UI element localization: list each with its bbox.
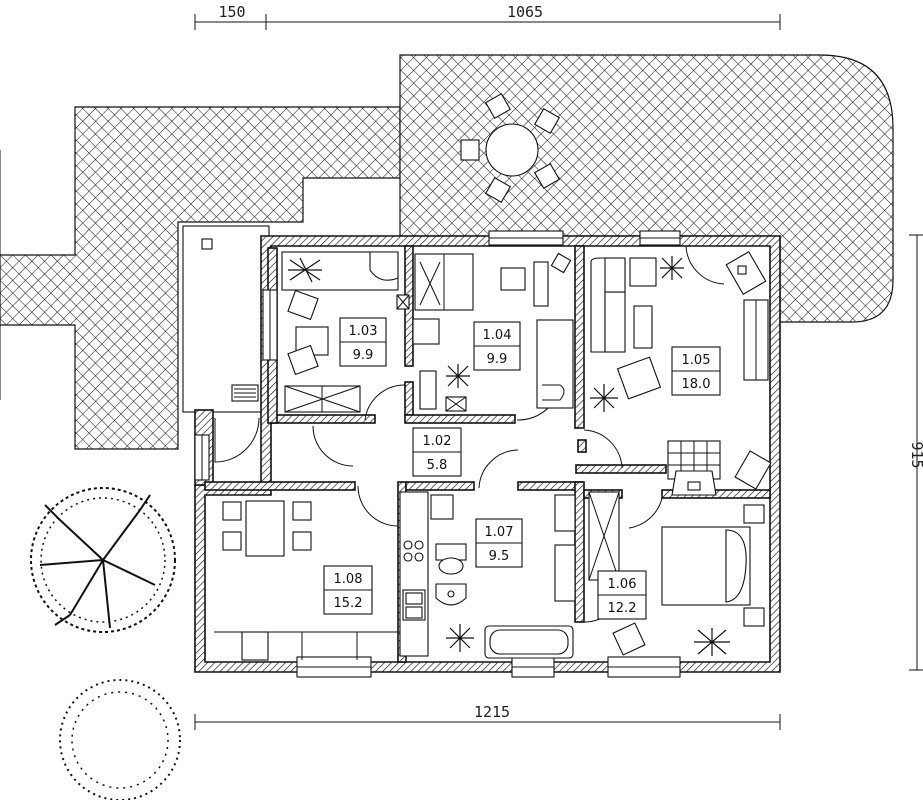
porch-grate [231, 384, 259, 402]
room-number: 1.03 [349, 324, 378, 339]
room-area: 15.2 [334, 596, 363, 611]
room-number: 1.04 [483, 328, 512, 343]
room-area: 9.9 [487, 352, 508, 367]
room-103-furniture [281, 251, 410, 413]
room-label-108: 1.08 15.2 [323, 565, 373, 615]
room-label-103: 1.03 9.9 [339, 317, 387, 367]
tree-icon [30, 487, 176, 633]
room-number: 1.05 [682, 353, 711, 368]
room-107-furniture [430, 494, 576, 659]
dim-top-right: 1065 [507, 3, 543, 21]
windows [194, 230, 769, 678]
room-number: 1.02 [423, 434, 452, 449]
terrace-table-set [460, 92, 561, 204]
dim-right: 915 [908, 441, 923, 468]
dim-top-left: 150 [218, 3, 245, 21]
porch-post [201, 238, 213, 250]
room-label-106: 1.06 12.2 [597, 570, 647, 620]
room-label-102: 1.02 5.8 [412, 427, 462, 477]
tree-outline-icon [59, 679, 181, 800]
room-area: 12.2 [608, 601, 637, 616]
dimension-bottom: 1215 [194, 703, 781, 730]
room-108-furniture [214, 500, 400, 661]
room-number: 1.07 [485, 525, 514, 540]
room-area: 5.8 [427, 458, 448, 473]
room-label-107: 1.07 9.5 [475, 518, 523, 568]
room-number: 1.08 [334, 572, 363, 587]
entry-porch [182, 225, 270, 413]
room-number: 1.06 [608, 577, 637, 592]
room-104-furniture [412, 252, 574, 412]
room-label-104: 1.04 9.9 [473, 321, 521, 371]
plant-icon [288, 256, 730, 656]
kitchen-counter [399, 491, 429, 657]
room-label-105: 1.05 18.0 [671, 346, 721, 396]
dim-bottom: 1215 [474, 703, 510, 721]
room-area: 18.0 [682, 377, 711, 392]
room-area: 9.5 [489, 549, 510, 564]
terrace-right [399, 54, 894, 323]
dimension-right: 915 [908, 234, 923, 671]
room-105-furniture [590, 251, 772, 496]
room-area: 9.9 [353, 348, 374, 363]
dimension-top: 150 1065 [194, 3, 781, 30]
room-106-furniture [588, 491, 765, 656]
